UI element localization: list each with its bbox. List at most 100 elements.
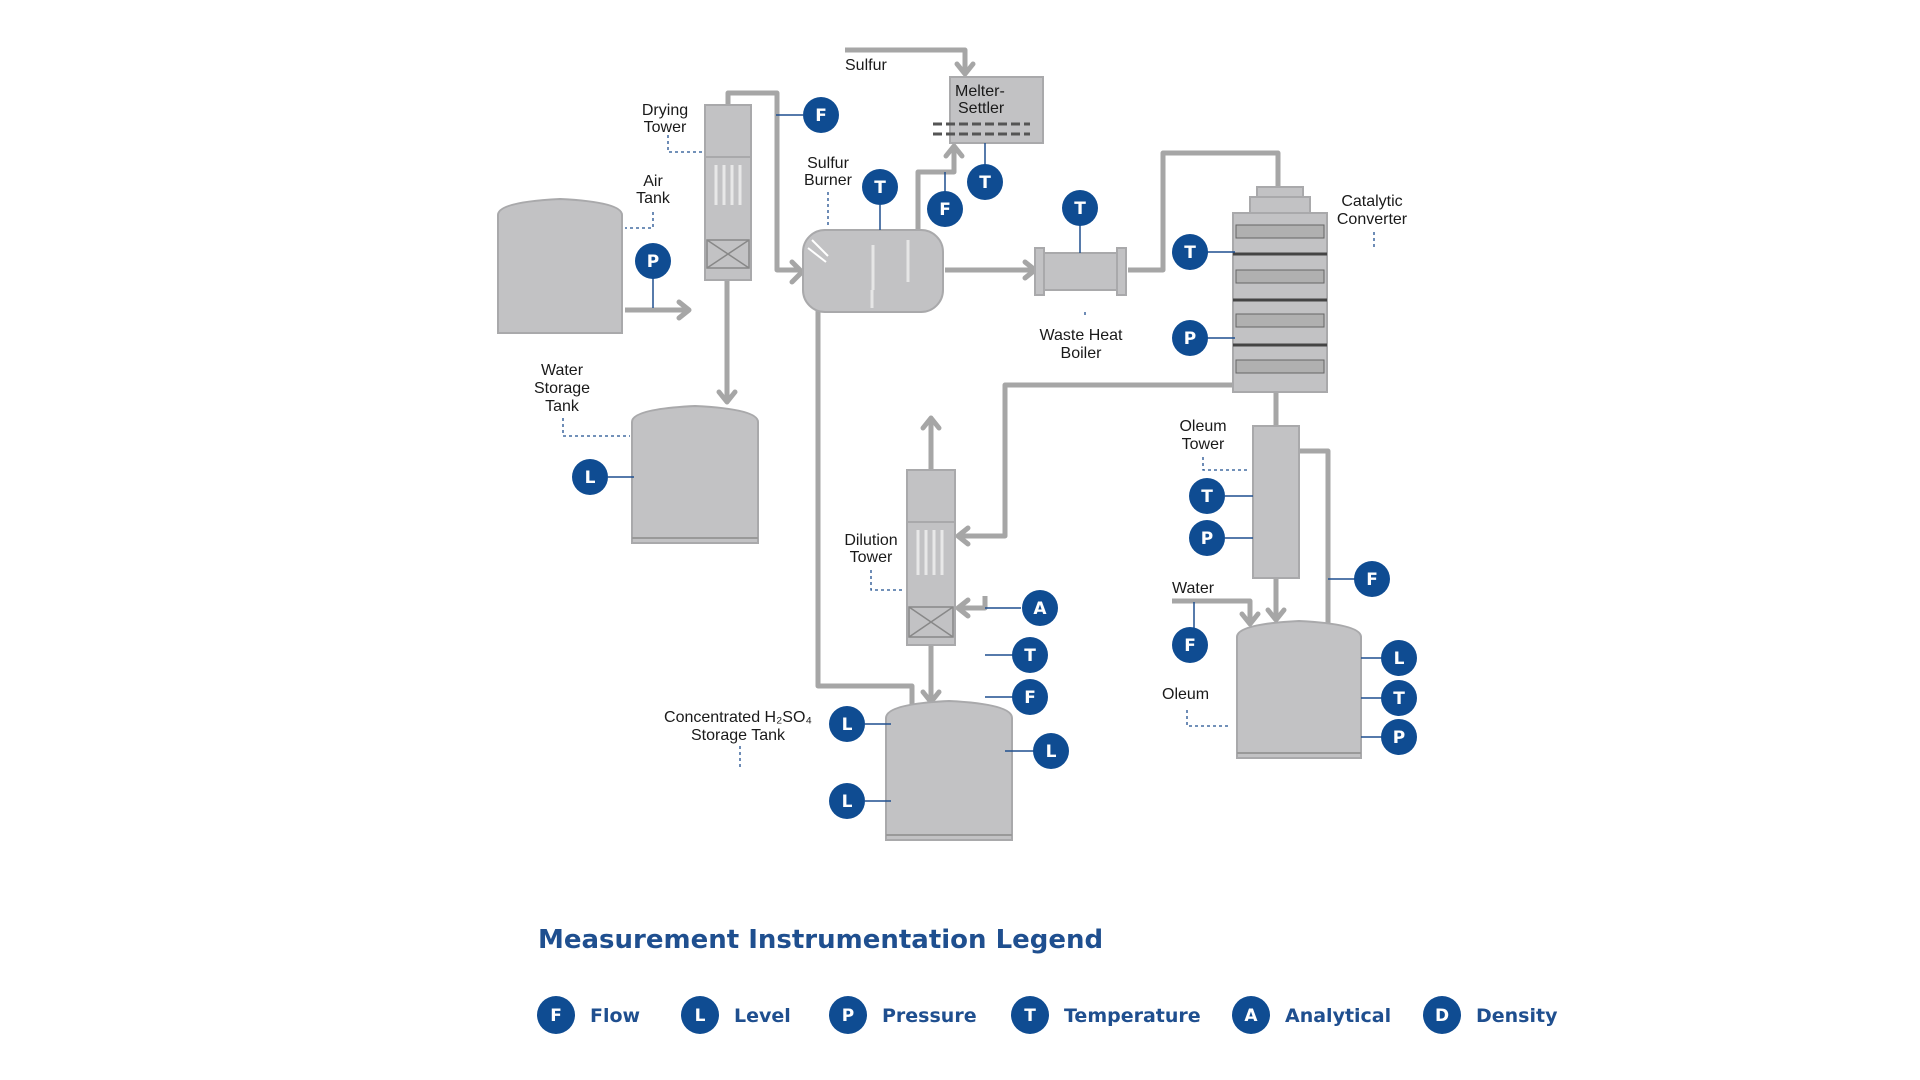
waste-heat-boiler-shape — [1034, 247, 1127, 296]
sulfur-burner-label-2: Burner — [804, 172, 853, 189]
svg-text:L: L — [695, 1006, 706, 1026]
converter-temperature-indicator: T — [1172, 234, 1208, 270]
waste-heat-boiler-label-1: Waste Heat — [1040, 327, 1124, 344]
equipment-shapes — [497, 76, 1362, 841]
water-flow-indicator: F — [1172, 627, 1208, 663]
svg-text:P: P — [842, 1006, 854, 1026]
svg-text:F: F — [1184, 636, 1196, 656]
legend-item-analytical: A Analytical — [1232, 996, 1391, 1034]
water-label: Water — [1172, 580, 1215, 597]
svg-text:F: F — [1024, 688, 1036, 708]
converter-pressure-indicator: P — [1172, 320, 1208, 356]
instrument-bubbles: F P T F T T T P — [572, 97, 1417, 819]
svg-text:T: T — [1184, 243, 1196, 263]
waste-heat-boiler-label-2: Boiler — [1061, 345, 1103, 362]
process-piping — [625, 47, 1331, 706]
instrumentation-legend: Measurement Instrumentation Legend F Flo… — [537, 925, 1558, 1034]
catalytic-converter-shape — [1232, 186, 1328, 393]
dilution-temperature-indicator: T — [1012, 637, 1048, 673]
oleum-tank-pressure-indicator: P — [1381, 719, 1417, 755]
water-storage-tank-label-1: Water — [541, 362, 584, 379]
air-tank-label-2: Tank — [636, 190, 671, 207]
svg-text:L: L — [1394, 649, 1405, 669]
oleum-tank-shape — [1236, 619, 1362, 759]
water-tank-level-indicator: L — [572, 459, 608, 495]
legend-item-flow: F Flow — [537, 996, 640, 1034]
svg-text:T: T — [1201, 487, 1213, 507]
svg-text:P: P — [1201, 529, 1213, 549]
conc-tank-level-indicator-1: L — [829, 706, 865, 742]
svg-text:F: F — [939, 200, 951, 220]
svg-text:P: P — [1393, 728, 1405, 748]
melter-temperature-indicator: T — [967, 164, 1003, 200]
dilution-tower-label-2: Tower — [850, 549, 893, 566]
oleum-tank-level-indicator: L — [1381, 640, 1417, 676]
conc-tank-label-1: Concentrated H₂SO₄ — [664, 709, 812, 726]
sulfur-burner-label-1: Sulfur — [807, 155, 849, 172]
legend-item-level: L Level — [681, 996, 791, 1034]
sulfur-label: Sulfur — [845, 57, 887, 74]
oleum-tank-temperature-indicator: T — [1381, 680, 1417, 716]
drying-tower-label-2: Tower — [644, 119, 687, 136]
svg-text:L: L — [1046, 742, 1057, 762]
conc-tank-level-indicator-2: L — [1033, 733, 1069, 769]
label-leaders — [562, 135, 1375, 768]
svg-text:T: T — [979, 173, 991, 193]
legend-label-flow: Flow — [590, 1005, 640, 1027]
oleum-tower-label-2: Tower — [1182, 436, 1225, 453]
svg-text:F: F — [1366, 570, 1378, 590]
melter-settler-label-1: Melter- — [955, 83, 1005, 100]
svg-text:A: A — [1244, 1006, 1258, 1026]
melter-settler-label-2: Settler — [958, 100, 1005, 117]
oleum-recycle-flow-indicator: F — [1354, 561, 1390, 597]
conc-tank-level-indicator-3: L — [829, 783, 865, 819]
dilution-analytical-indicator: A — [1022, 590, 1058, 626]
equipment-labels: Sulfur Melter- Settler Drying Tower Air … — [534, 57, 1408, 744]
svg-text:T: T — [1024, 1006, 1036, 1026]
water-storage-tank-shape — [631, 404, 759, 544]
drying-tower-flow-indicator: F — [803, 97, 839, 133]
catalytic-converter-label-1: Catalytic — [1341, 193, 1402, 210]
dilution-flow-indicator: F — [1012, 679, 1048, 715]
svg-text:A: A — [1033, 599, 1047, 619]
burner-temperature-indicator: T — [862, 169, 898, 205]
legend-item-pressure: P Pressure — [829, 996, 977, 1034]
sulfur-burner-shape — [802, 229, 944, 313]
oleum-tower-temperature-indicator: T — [1189, 478, 1225, 514]
conc-storage-tank-shape — [885, 699, 1013, 841]
oleum-tower-label-1: Oleum — [1179, 418, 1226, 435]
air-pressure-indicator: P — [635, 243, 671, 279]
legend-label-analytical: Analytical — [1285, 1005, 1391, 1027]
legend-label-temperature: Temperature — [1064, 1005, 1201, 1027]
drying-tower-shape — [704, 104, 752, 281]
dilution-tower-shape — [906, 469, 956, 646]
svg-text:T: T — [1393, 689, 1405, 709]
air-tank-label-1: Air — [643, 173, 663, 190]
legend-label-pressure: Pressure — [882, 1005, 977, 1027]
oleum-tower-shape — [1252, 425, 1300, 579]
svg-text:L: L — [585, 468, 596, 488]
svg-text:T: T — [1024, 646, 1036, 666]
legend-item-temperature: T Temperature — [1011, 996, 1201, 1034]
svg-text:F: F — [550, 1006, 562, 1026]
catalytic-converter-label-2: Converter — [1337, 211, 1408, 228]
svg-text:P: P — [1184, 329, 1196, 349]
drying-tower-label-1: Drying — [642, 102, 688, 119]
water-storage-tank-label-2: Storage — [534, 380, 590, 397]
legend-label-level: Level — [734, 1005, 791, 1027]
oleum-tower-pressure-indicator: P — [1189, 520, 1225, 556]
oleum-label: Oleum — [1162, 686, 1209, 703]
dilution-tower-label-1: Dilution — [844, 532, 897, 549]
svg-text:F: F — [815, 106, 827, 126]
svg-text:T: T — [1074, 199, 1086, 219]
legend-item-density: D Density — [1423, 996, 1558, 1034]
water-storage-tank-label-3: Tank — [545, 398, 580, 415]
svg-text:T: T — [874, 178, 886, 198]
legend-title: Measurement Instrumentation Legend — [538, 925, 1103, 955]
boiler-temperature-indicator: T — [1062, 190, 1098, 226]
svg-text:L: L — [842, 715, 853, 735]
burner-flow-indicator: F — [927, 191, 963, 227]
legend-label-density: Density — [1476, 1005, 1558, 1027]
conc-tank-label-2: Storage Tank — [691, 727, 786, 744]
